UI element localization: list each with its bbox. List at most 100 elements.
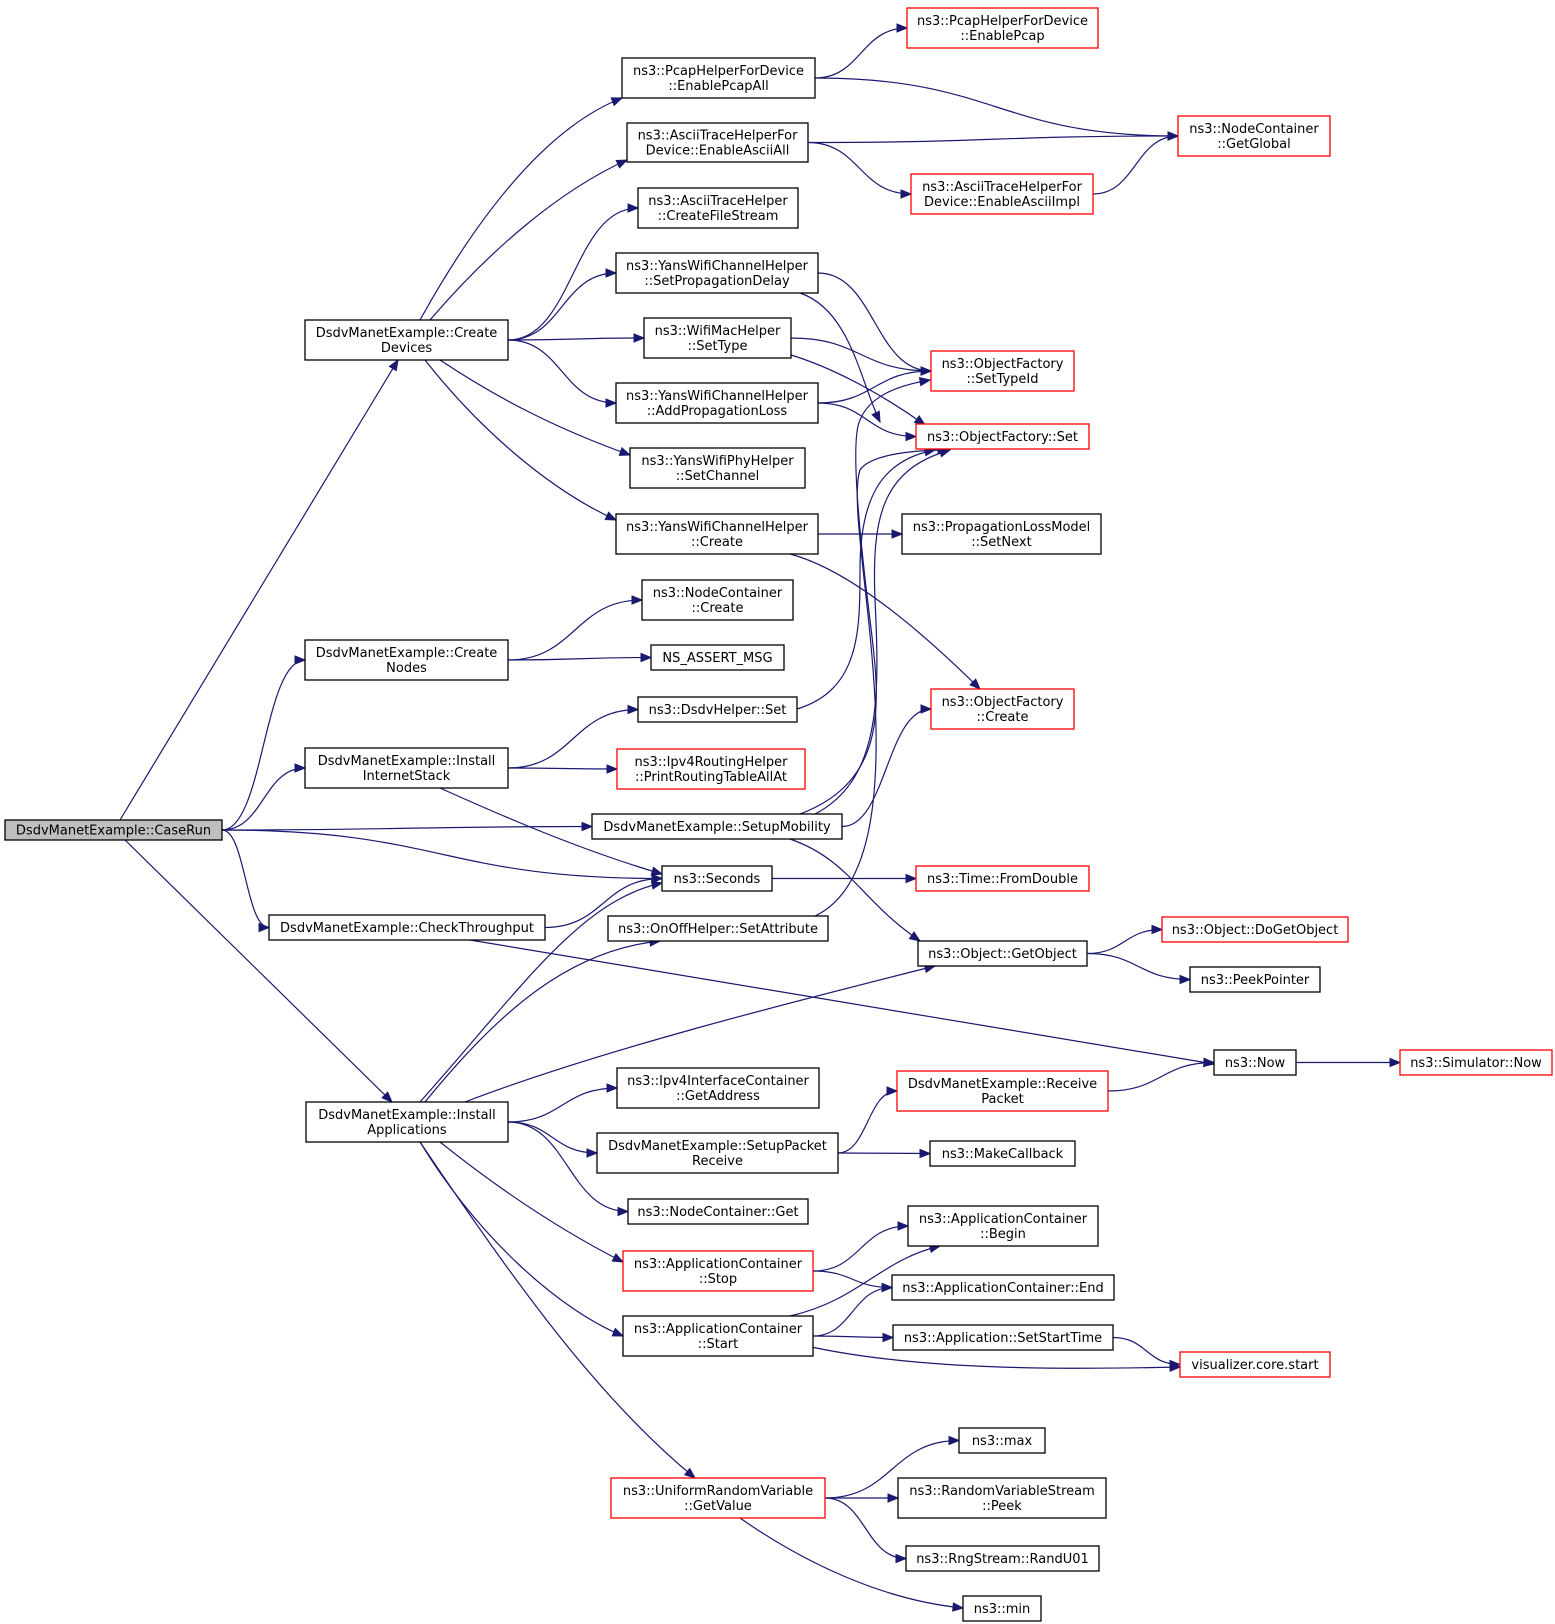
- arrowhead: [650, 880, 664, 890]
- node-makecallback[interactable]: ns3::MakeCallback: [929, 1140, 1076, 1167]
- node-printroutingtable[interactable]: ns3::Ipv4RoutingHelper::PrintRoutingTabl…: [616, 748, 806, 790]
- node-addpropagationloss[interactable]: ns3::YansWifiChannelHelper::AddPropagati…: [615, 382, 819, 424]
- node-box: [891, 1274, 1115, 1301]
- node-createfilestream[interactable]: ns3::AsciiTraceHelper::CreateFileStream: [637, 187, 799, 229]
- edge-createdevices-to-enableasciiall: [429, 159, 629, 321]
- node-wifimacsettype[interactable]: ns3::WifiMacHelper::SetType: [643, 317, 792, 359]
- node-randu01[interactable]: ns3::RngStream::RandU01: [905, 1545, 1100, 1572]
- edge-line: [799, 292, 881, 423]
- node-dsdvhelperset[interactable]: ns3::DsdvHelper::Set: [637, 696, 798, 723]
- node-setupmobility[interactable]: DsdvManetExample::SetupMobility: [591, 813, 843, 840]
- edge-line: [837, 1090, 898, 1154]
- node-box: [929, 1140, 1076, 1167]
- node-seconds[interactable]: ns3::Seconds: [661, 865, 773, 892]
- edge-line: [439, 1141, 624, 1263]
- node-getglobal[interactable]: ns3::NodeContainer::GetGlobal: [1177, 115, 1331, 157]
- node-visualizerstart[interactable]: visualizer.core.start: [1179, 1351, 1331, 1378]
- edge-setupmobility-to-objectfactoryset: [814, 448, 952, 815]
- edge-channelcreate-to-objectfactorycreate: [789, 553, 981, 690]
- node-nodecontainercreate[interactable]: ns3::NodeContainer::Create: [641, 579, 794, 621]
- arrowhead: [1151, 924, 1164, 935]
- edge-line: [507, 339, 617, 404]
- node-label-line: ::CreateFileStream: [658, 209, 779, 224]
- node-max[interactable]: ns3::max: [958, 1427, 1046, 1454]
- node-box: [616, 748, 806, 790]
- node-label-line: DsdvManetExample::Receive: [908, 1077, 1097, 1092]
- edge-line: [807, 141, 912, 195]
- arrowhead: [586, 1148, 599, 1158]
- arrowhead: [881, 1282, 894, 1293]
- node-label-line: DsdvManetExample::SetupMobility: [603, 820, 831, 835]
- node-label-line: NS_ASSERT_MSG: [662, 651, 772, 666]
- node-setchannel[interactable]: ns3::YansWifiPhyHelper::SetChannel: [629, 447, 806, 489]
- node-getobject[interactable]: ns3::Object::GetObject: [917, 940, 1088, 967]
- edge-line: [424, 359, 617, 521]
- node-append[interactable]: ns3::ApplicationContainer::End: [891, 1274, 1115, 1301]
- node-label-line: DsdvManetExample::CaseRun: [16, 824, 211, 839]
- node-label-line: ns3::ObjectFactory: [942, 695, 1064, 710]
- node-label-line: DsdvManetExample::Create: [316, 646, 498, 661]
- node-box: [907, 1205, 1099, 1247]
- node-settypeid[interactable]: ns3::ObjectFactory::SetTypeId: [930, 350, 1075, 392]
- node-label-line: ::SetChannel: [676, 469, 759, 484]
- node-setstarttime[interactable]: ns3::Application::SetStartTime: [892, 1324, 1114, 1351]
- node-label-line: ns3::NodeContainer: [1189, 122, 1319, 137]
- node-objectfactoryset[interactable]: ns3::ObjectFactory::Set: [915, 423, 1090, 450]
- node-label-line: ::Create: [977, 710, 1029, 725]
- edge-line: [739, 1517, 964, 1609]
- node-min[interactable]: ns3::min: [962, 1595, 1042, 1622]
- arrowhead: [617, 1206, 630, 1217]
- node-box: [896, 1070, 1109, 1112]
- node-label-line: ns3::NodeContainer: [653, 586, 783, 601]
- node-box: [591, 813, 843, 840]
- node-checkthroughput[interactable]: DsdvManetExample::CheckThroughput: [268, 914, 546, 941]
- node-nodecontainerget[interactable]: ns3::NodeContainer::Get: [627, 1198, 809, 1225]
- edge-line: [817, 402, 917, 438]
- node-getaddress[interactable]: ns3::Ipv4InterfaceContainer::GetAddress: [616, 1067, 820, 1109]
- edge-setpropagationdelay-to-settypeid: [817, 272, 933, 376]
- edge-createdevices-to-setpropagationdelay: [507, 268, 618, 341]
- node-caserun[interactable]: DsdvManetExample::CaseRun: [4, 819, 223, 841]
- node-dogetobject[interactable]: ns3::Object::DoGetObject: [1161, 916, 1349, 943]
- edge-line: [796, 449, 936, 710]
- node-onoffsetattribute[interactable]: ns3::OnOffHelper::SetAttribute: [607, 915, 829, 942]
- node-enablepcap[interactable]: ns3::PcapHelperForDevice::EnablePcap: [906, 7, 1099, 49]
- arrowhead: [611, 1253, 625, 1263]
- arrowhead: [651, 873, 664, 884]
- edge-line: [817, 272, 932, 372]
- node-channelcreate[interactable]: ns3::YansWifiChannelHelper::Create: [615, 513, 819, 555]
- edge-setpropagationdelay-to-objectfactoryset: [799, 292, 881, 424]
- edge-line: [807, 135, 1179, 144]
- node-peekpointer[interactable]: ns3::PeekPointer: [1189, 966, 1321, 993]
- node-setpropagationdelay[interactable]: ns3::YansWifiChannelHelper::SetPropagati…: [615, 252, 819, 294]
- node-now[interactable]: ns3::Now: [1213, 1049, 1297, 1076]
- node-label-line: ns3::Application::SetStartTime: [904, 1331, 1102, 1346]
- node-label-line: ns3::DsdvHelper::Set: [649, 703, 787, 718]
- node-fromdouble[interactable]: ns3::Time::FromDouble: [915, 865, 1090, 892]
- node-uniformgetvalue[interactable]: ns3::UniformRandomVariable::GetValue: [610, 1477, 826, 1519]
- node-enableasciiall[interactable]: ns3::AsciiTraceHelperForDevice::EnableAs…: [626, 122, 809, 163]
- node-label-line: ns3::Seconds: [674, 872, 761, 887]
- node-objectfactorycreate[interactable]: ns3::ObjectFactory::Create: [930, 688, 1075, 730]
- edge-createdevices-to-channelcreate: [424, 359, 618, 521]
- edge-line: [790, 354, 926, 426]
- node-appstop[interactable]: ns3::ApplicationContainer::Stop: [622, 1250, 814, 1292]
- edge-line: [1086, 952, 1191, 981]
- node-peek[interactable]: ns3::RandomVariableStream::Peek: [897, 1477, 1107, 1519]
- node-box: [641, 579, 794, 621]
- node-simulatornow[interactable]: ns3::Simulator::Now: [1399, 1049, 1553, 1076]
- arrowhead: [640, 652, 653, 663]
- node-enablepcapall[interactable]: ns3::PcapHelperForDevice::EnablePcapAll: [621, 57, 816, 99]
- node-appstart[interactable]: ns3::ApplicationContainer::Start: [622, 1315, 814, 1357]
- arrowhead: [886, 1086, 899, 1096]
- node-setnext[interactable]: ns3::PropagationLossModel::SetNext: [901, 513, 1102, 555]
- node-appbegin[interactable]: ns3::ApplicationContainer::Begin: [907, 1205, 1099, 1247]
- node-enableasciiimpl[interactable]: ns3::AsciiTraceHelperForDevice::EnableAs…: [910, 173, 1094, 215]
- node-nsassertmsg[interactable]: NS_ASSERT_MSG: [650, 644, 785, 671]
